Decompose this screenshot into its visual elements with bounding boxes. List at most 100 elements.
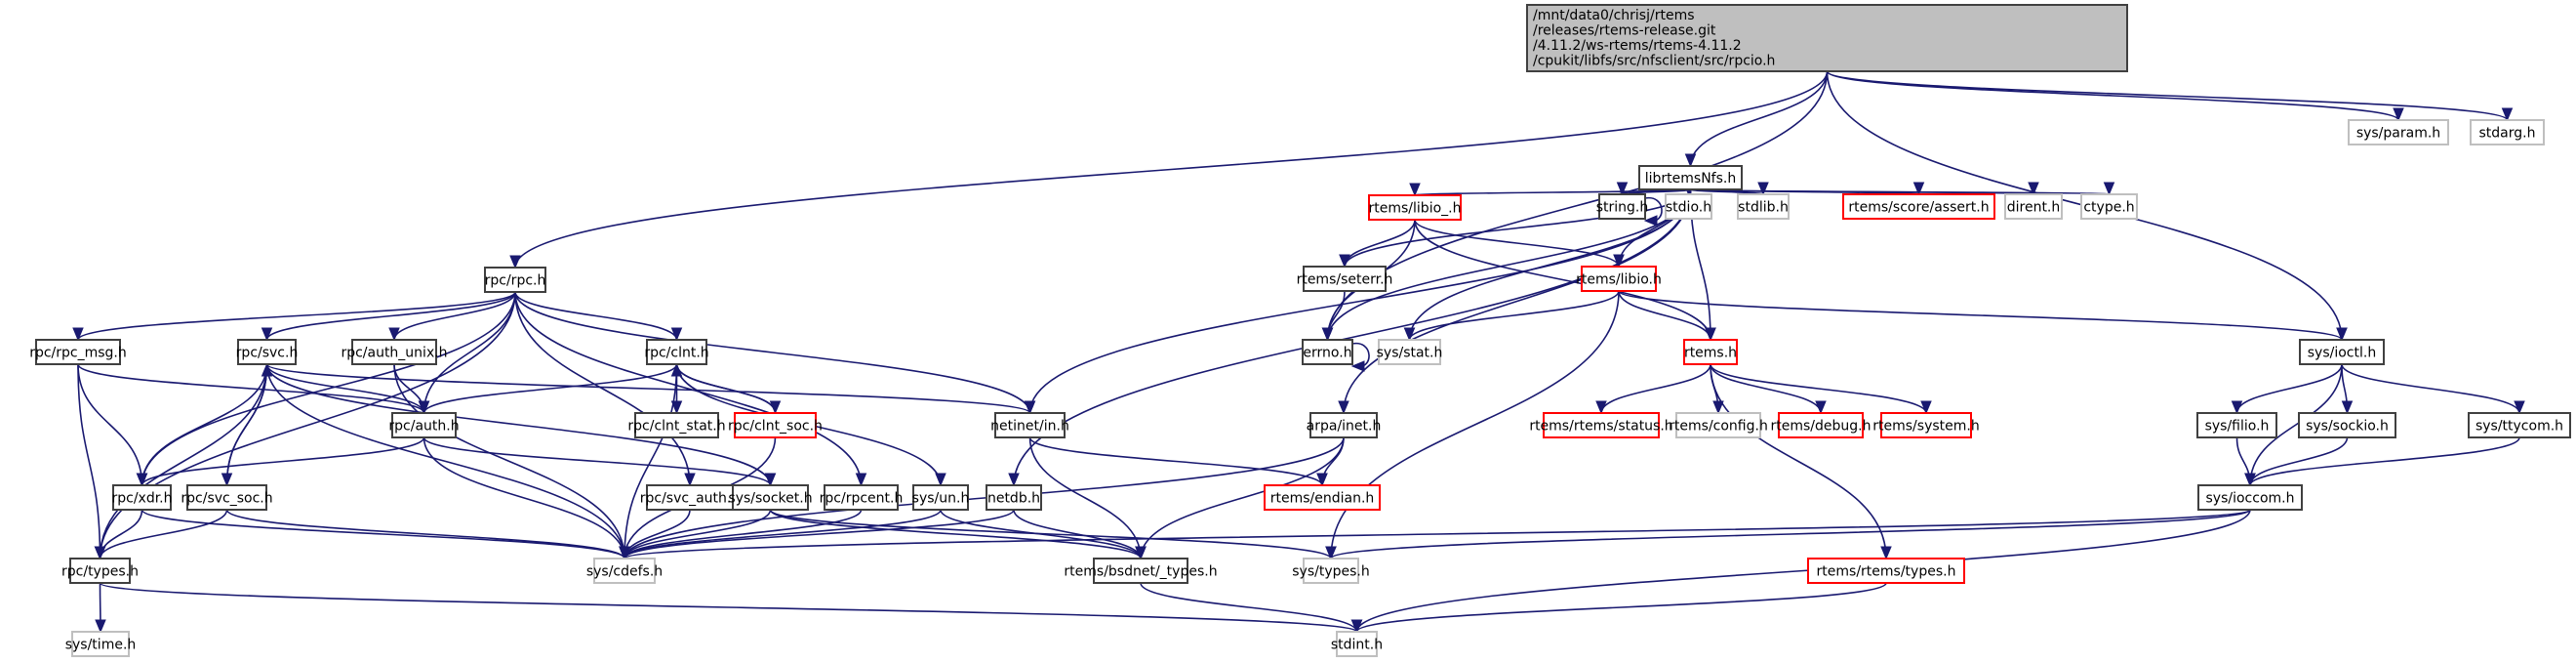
node-rpc-auth-unix[interactable]: rpc/auth_unix.h — [341, 339, 448, 365]
node-errno[interactable]: errno.h — [1302, 339, 1353, 365]
edge-rtems-rtems-types-to-stdint — [1350, 582, 1887, 634]
node-rtems-seterr[interactable]: rtems/seterr.h — [1297, 266, 1393, 292]
node-sys-cdefs: sys/cdefs.h — [586, 558, 663, 584]
node-rpc-auth[interactable]: rpc/auth.h — [388, 412, 460, 438]
node-rtems-libio-[interactable]: rtems/libio_.h — [1368, 194, 1462, 221]
node-label: ctype.h — [2083, 200, 2134, 216]
node-score-assert[interactable]: rtems/score/assert.h — [1842, 193, 1995, 220]
node-box — [634, 412, 719, 438]
node-sys-un[interactable]: sys/un.h — [912, 484, 970, 511]
node-rpc-clnt-soc[interactable]: rpc/clnt_soc.h — [728, 412, 823, 438]
node-sys-socket[interactable]: sys/socket.h — [728, 484, 813, 511]
arrowhead-icon — [95, 619, 106, 634]
node-rpc-types[interactable]: rpc/types.h — [61, 558, 139, 584]
edge-line — [624, 436, 1345, 559]
node-rpc-svc-soc[interactable]: rpc/svc_soc.h — [181, 484, 273, 511]
edge-rpc-rpc-to-rpc-auth-unix — [388, 291, 516, 342]
node-bsdnet-types[interactable]: rtems/bsdnet/_types.h — [1064, 558, 1218, 584]
node-box — [1880, 412, 1972, 438]
edge-line — [2249, 363, 2343, 486]
node-sys-ttycom[interactable]: sys/ttycom.h — [2468, 412, 2571, 438]
edge-line — [514, 291, 863, 486]
node-rtems-status[interactable]: rtems/rtems/status.h — [1529, 412, 1673, 438]
arrowhead-icon — [1684, 153, 1697, 168]
node-sys-param: sys/param.h — [2348, 119, 2449, 145]
node-box — [69, 558, 131, 584]
node-box — [71, 631, 130, 657]
edge-line — [940, 509, 1142, 559]
edge-line — [99, 509, 228, 559]
node-label: rtems/score/assert.h — [1848, 200, 1989, 216]
edge-root-to-stdarg — [1826, 70, 2514, 122]
arrowhead-icon — [261, 362, 273, 377]
node-rpc-clnt[interactable]: rpc/clnt.h — [644, 339, 709, 365]
node-string[interactable]: string.h — [1596, 193, 1649, 220]
edge-arpa-inet-to-bsdnet-types — [1135, 436, 1345, 560]
edge-librtemsnfs-to-netinet-in — [1024, 188, 1692, 415]
arrowhead-icon — [509, 255, 521, 269]
node-root[interactable]: /mnt/data0/chrisj/rtems/releases/rtems-r… — [1526, 4, 2128, 72]
node-netdb[interactable]: netdb.h — [986, 484, 1042, 511]
arrowhead-icon — [670, 362, 683, 377]
node-rpc-rpc-msg[interactable]: rpc/rpc_msg.h — [29, 339, 127, 365]
node-rpc-svc-auth[interactable]: rpc/svc_auth.h — [640, 484, 740, 511]
node-rpc-svc[interactable]: rpc/svc.h — [236, 339, 299, 365]
node-arpa-inet[interactable]: arpa/inet.h — [1307, 412, 1382, 438]
arrowhead-icon — [670, 327, 683, 342]
node-stdio: stdio.h — [1665, 193, 1712, 220]
node-rtems-h[interactable]: rtems.h — [1683, 339, 1738, 365]
node-label: sys/un.h — [912, 491, 970, 507]
node-label: sys/ttycom.h — [2475, 419, 2563, 435]
arrowhead-icon — [388, 327, 400, 342]
node-box — [1264, 484, 1381, 511]
edge-line — [2341, 363, 2520, 414]
node-label: rtems/libio_.h — [1369, 201, 1462, 217]
edge-rtems-libio-to-sys-ioctl — [1618, 290, 2348, 342]
node-label: sys/types.h — [1292, 564, 1369, 580]
edge-rpc-rpc-to-rpc-rpcent — [514, 291, 867, 487]
node-rpc-xdr[interactable]: rpc/xdr.h — [111, 484, 173, 511]
node-sys-filio[interactable]: sys/filio.h — [2196, 412, 2277, 438]
nodes-layer: /mnt/data0/chrisj/rtems/releases/rtems-r… — [29, 4, 2571, 657]
edge-rtems-h-to-rtems-rtems-types — [1710, 363, 1892, 560]
node-box — [35, 339, 121, 365]
edge-line — [99, 363, 268, 559]
node-sys-sockio[interactable]: sys/sockio.h — [2298, 412, 2396, 438]
arrowhead-icon — [670, 400, 683, 415]
node-rtems-config: rtems/config.h — [1669, 412, 1768, 438]
edge-line — [1028, 436, 1323, 486]
edge-line — [624, 363, 678, 559]
node-rtems-system[interactable]: rtems/system.h — [1872, 412, 1980, 438]
node-rtems-rtems-types[interactable]: rtems/rtems/types.h — [1807, 558, 1965, 584]
node-rpc-clnt-stat[interactable]: rpc/clnt_stat.h — [627, 412, 726, 438]
node-box — [1309, 412, 1378, 438]
node-librtemsnfs[interactable]: librtemsNfs.h — [1638, 165, 1743, 190]
node-sys-ioccom[interactable]: sys/ioccom.h — [2197, 484, 2303, 511]
edge-line — [2249, 436, 2349, 486]
node-rpc-rpc[interactable]: rpc/rpc.h — [484, 267, 546, 293]
node-box — [1638, 165, 1743, 190]
node-box — [1303, 558, 1359, 584]
edge-netinet-in-to-rtems-endian — [1028, 436, 1328, 487]
edge-rpc-rpc-msg-to-rpc-types — [77, 363, 106, 560]
node-sys-ioctl[interactable]: sys/ioctl.h — [2299, 339, 2385, 365]
node-rpc-rpcent[interactable]: rpc/rpcent.h — [820, 484, 904, 511]
node-box — [2348, 119, 2449, 145]
arrowhead-icon — [1815, 400, 1827, 415]
edge-line — [265, 291, 516, 341]
node-netinet-in[interactable]: netinet/in.h — [990, 412, 1069, 438]
edge-root-to-rpc-rpc — [509, 70, 1829, 269]
node-label: stdlib.h — [1738, 200, 1789, 216]
node-box — [1675, 412, 1761, 438]
node-box — [1543, 412, 1660, 438]
node-rtems-endian[interactable]: rtems/endian.h — [1264, 484, 1381, 511]
edge-rtems-libio-to-rtems-h — [1618, 290, 1716, 342]
arrowhead-icon — [1920, 400, 1932, 415]
node-rtems-libio[interactable]: rtems/libio.h — [1576, 266, 1662, 292]
node-box — [1302, 339, 1353, 365]
node-rtems-debug[interactable]: rtems/debug.h — [1771, 412, 1872, 438]
node-label: rpc/rpc_msg.h — [29, 346, 127, 361]
node-box — [1807, 558, 1965, 584]
node-dirent: dirent.h — [2004, 193, 2063, 220]
node-stdarg: stdarg.h — [2470, 119, 2545, 145]
